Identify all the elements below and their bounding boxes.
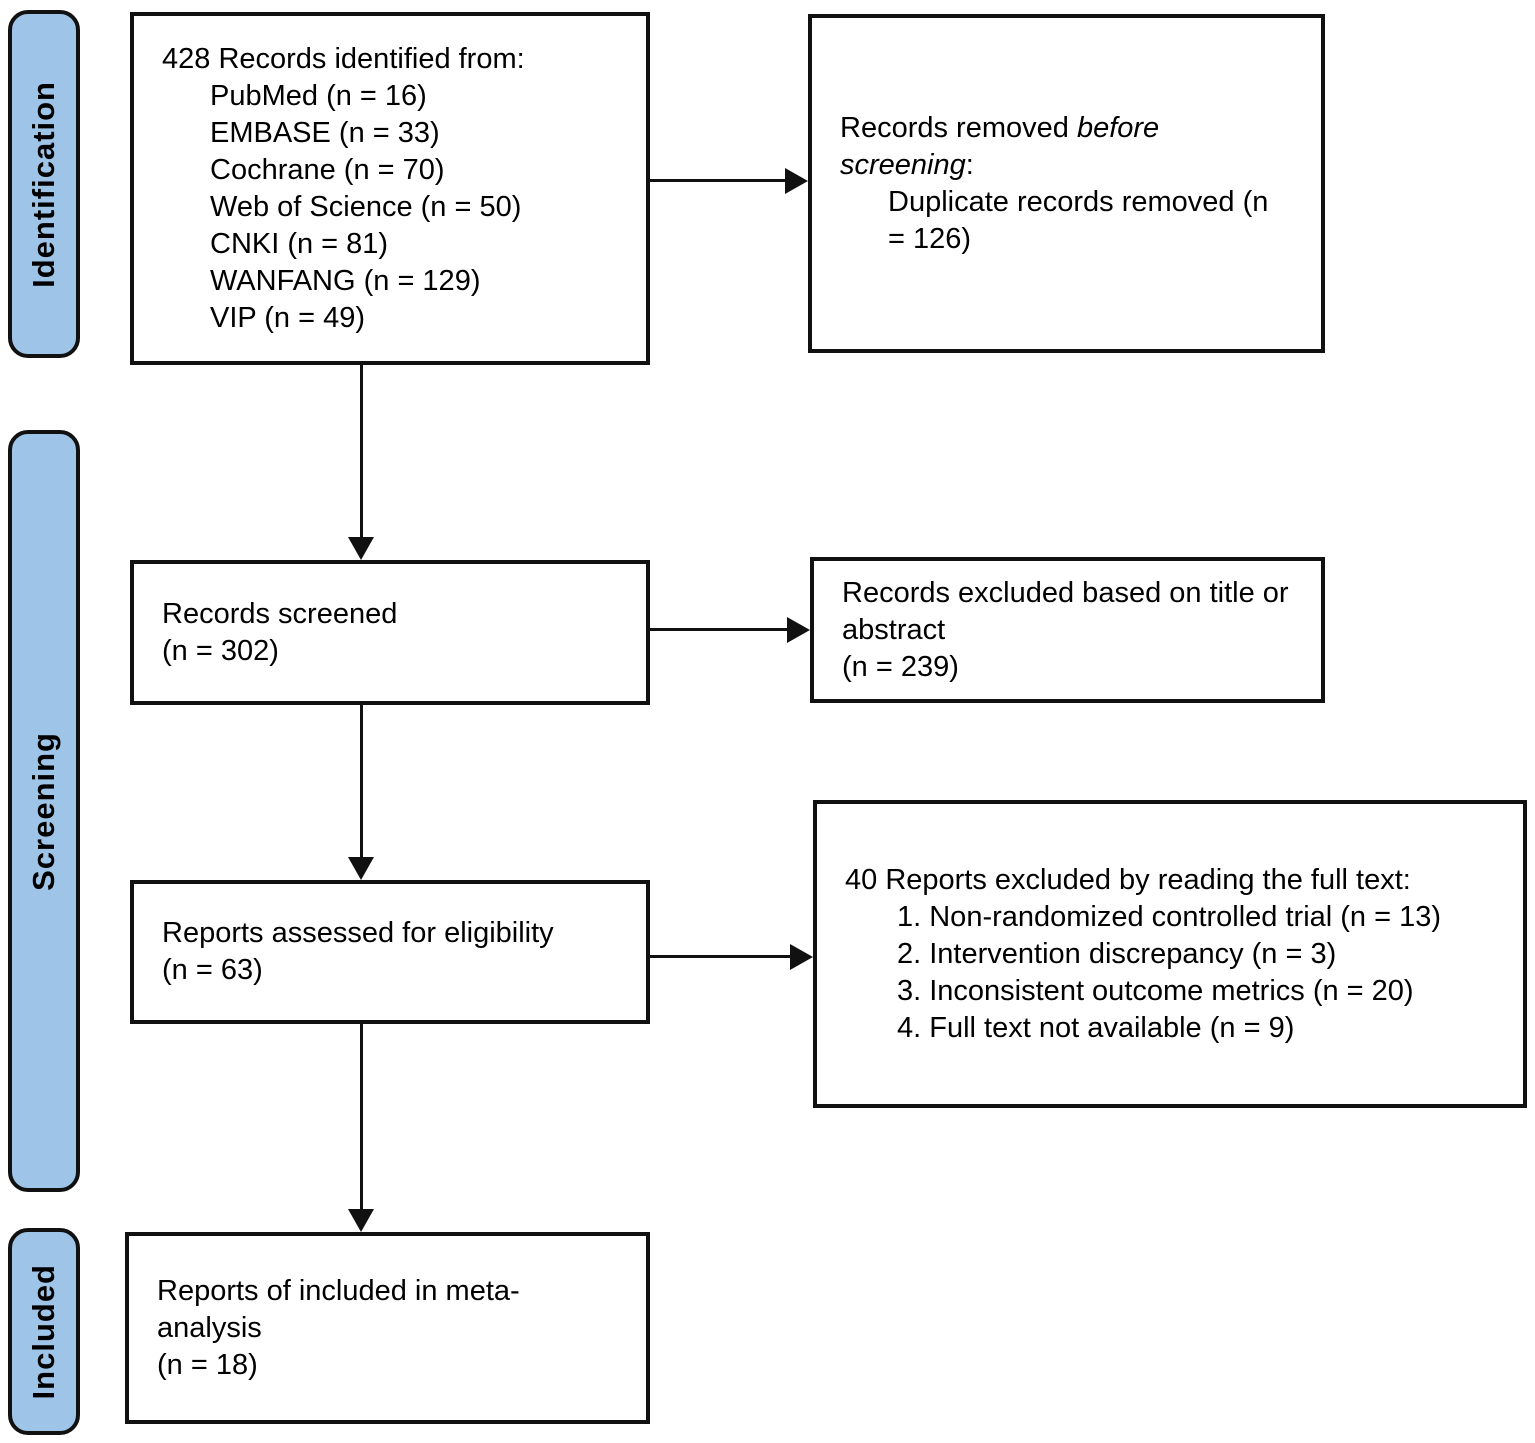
records-removed-detail: Duplicate records removed (n = 126)	[888, 185, 1269, 255]
stage-label-identification-text: Identification	[26, 80, 61, 288]
reports-included-count: (n = 18)	[157, 1348, 258, 1381]
stage-label-included: Included	[8, 1228, 80, 1435]
arrow-identified-to-removed-line	[650, 179, 787, 182]
arrow-screened-to-assessed-line	[360, 705, 363, 858]
records-removed-title-italic: before screening	[840, 111, 1160, 181]
records-excluded-count: (n = 239)	[842, 650, 959, 683]
fulltext-excluded-reasons: 1. Non-randomized controlled trial (n = …	[897, 899, 1495, 1047]
records-identified-source: PubMed (n = 16)	[210, 79, 427, 112]
arrow-screened-to-excluded-line	[650, 628, 789, 631]
records-excluded-title: Records excluded based on title or abstr…	[842, 576, 1289, 646]
stage-label-screening: Screening	[8, 430, 80, 1192]
reports-assessed-count: (n = 63)	[162, 954, 263, 986]
box-records-screened: Records screened (n = 302)	[130, 560, 650, 705]
box-records-identified: 428 Records identified from: PubMed (n =…	[130, 12, 650, 365]
box-records-removed: Records removed before screening: Duplic…	[808, 14, 1325, 353]
arrow-identified-to-screened-head	[348, 537, 374, 560]
fulltext-excluded-reason: 2. Intervention discrepancy (n = 3)	[897, 937, 1337, 970]
reports-assessed-title: Reports assessed for eligibility	[162, 917, 554, 949]
records-identified-source: Web of Science (n = 50)	[210, 190, 522, 223]
records-identified-source: WANFANG (n = 129)	[210, 264, 481, 297]
arrow-assessed-to-included-line	[360, 1024, 363, 1210]
stage-label-identification: Identification	[8, 10, 80, 358]
box-reports-included: Reports of included in meta-analysis (n …	[125, 1232, 650, 1424]
reports-included-title: Reports of included in meta-analysis	[157, 1274, 520, 1344]
arrow-screened-to-assessed-head	[348, 857, 374, 880]
records-removed-title-suffix: :	[965, 148, 974, 181]
records-screened-count: (n = 302)	[162, 634, 279, 667]
records-identified-source: Cochrane (n = 70)	[210, 153, 445, 186]
records-removed-title: Records removed before screening:	[840, 110, 1293, 184]
arrow-identified-to-screened-line	[360, 365, 363, 540]
fulltext-excluded-reason: 3. Inconsistent outcome metrics (n = 20)	[897, 974, 1414, 1007]
arrow-assessed-to-fulltext-line	[650, 955, 792, 958]
records-screened-title: Records screened	[162, 597, 398, 630]
box-records-excluded-title-abstract: Records excluded based on title or abstr…	[810, 557, 1325, 703]
records-identified-title: 428 Records identified from:	[162, 42, 525, 75]
records-identified-source: EMBASE (n = 33)	[210, 116, 440, 149]
arrow-screened-to-excluded-head	[787, 617, 810, 643]
records-identified-source: CNKI (n = 81)	[210, 227, 389, 260]
box-reports-assessed: Reports assessed for eligibility (n = 63…	[130, 880, 650, 1024]
records-removed-title-prefix: Records removed	[840, 111, 1077, 144]
fulltext-excluded-reason: 4. Full text not available (n = 9)	[897, 1011, 1295, 1044]
arrow-assessed-to-fulltext-head	[790, 944, 813, 970]
arrow-identified-to-removed-head	[785, 168, 808, 194]
arrow-assessed-to-included-head	[348, 1209, 374, 1232]
fulltext-excluded-reason: 1. Non-randomized controlled trial (n = …	[897, 900, 1442, 933]
box-reports-excluded-fulltext: 40 Reports excluded by reading the full …	[813, 800, 1527, 1108]
records-identified-source: VIP (n = 49)	[210, 301, 366, 334]
stage-label-included-text: Included	[26, 1263, 61, 1400]
fulltext-excluded-title: 40 Reports excluded by reading the full …	[845, 863, 1411, 896]
stage-label-screening-text: Screening	[26, 731, 61, 891]
